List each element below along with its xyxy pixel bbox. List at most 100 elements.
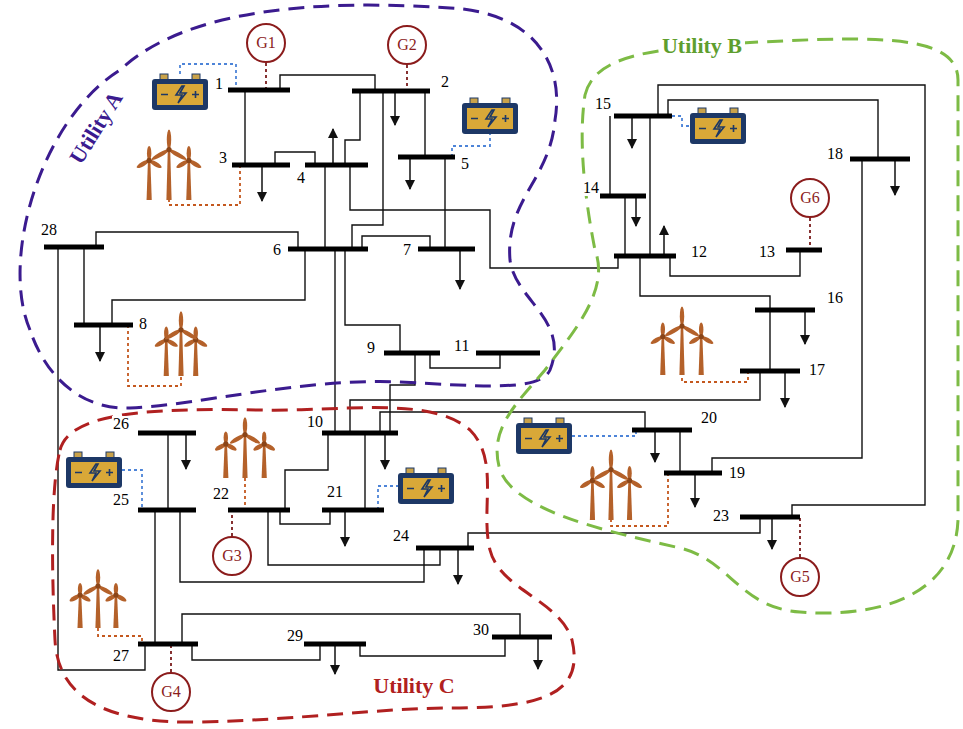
bus-label-anchor: 25 xyxy=(112,492,130,508)
generator-links xyxy=(171,63,810,672)
transmission-line xyxy=(285,433,328,510)
load-arrow xyxy=(894,159,896,195)
bus-bar xyxy=(288,247,368,252)
bus-label-anchor: 23 xyxy=(712,508,730,524)
generator-circle: G4 xyxy=(151,672,191,712)
turbine-link xyxy=(682,371,748,382)
bus-bar xyxy=(632,428,692,433)
bus-label-anchor: 11 xyxy=(453,338,470,354)
transmission-line xyxy=(769,310,770,371)
utility-region: Utility AG1G2 xyxy=(8,0,570,414)
generator-label: G3 xyxy=(222,548,242,564)
bus-label-anchor: 4 xyxy=(296,170,306,186)
bus-number: 22 xyxy=(212,486,230,502)
load-arrow xyxy=(332,129,334,165)
battery-link xyxy=(378,486,398,510)
utility-region: Utility CG3G4 xyxy=(46,390,584,728)
generator-label: G4 xyxy=(161,684,181,700)
bus-label-anchor: 7 xyxy=(402,242,412,258)
transmission-line xyxy=(154,510,155,644)
bus-number: 1 xyxy=(214,76,224,92)
transmission-line xyxy=(649,116,650,256)
bus-bar xyxy=(228,88,290,93)
generator-link xyxy=(231,510,233,536)
battery-icon xyxy=(690,108,746,144)
bus-number: 12 xyxy=(690,244,708,260)
bus-number: 25 xyxy=(112,492,130,508)
transmission-lines xyxy=(58,75,925,670)
transmission-line xyxy=(712,159,862,473)
bus-label-anchor: 26 xyxy=(112,416,130,432)
transmission-line xyxy=(658,85,925,517)
bus-bar xyxy=(138,642,198,647)
bus-number: 17 xyxy=(808,362,826,378)
region-title: Utility B xyxy=(659,33,745,58)
bus-number: 3 xyxy=(218,150,228,166)
bus-bar xyxy=(850,157,910,162)
load-arrow xyxy=(537,637,539,669)
bus-label-anchor: 1 xyxy=(214,76,224,92)
bus-bar xyxy=(492,635,552,640)
region-border xyxy=(20,5,557,408)
bus-label-anchor: 27 xyxy=(112,648,130,664)
loads xyxy=(100,91,895,674)
bus-label-anchor: 24 xyxy=(392,528,410,544)
generator-circle: G6 xyxy=(790,178,830,218)
transmission-line xyxy=(640,256,770,310)
bus-bar xyxy=(398,155,455,160)
bus-bar xyxy=(322,431,398,436)
bus-label-anchor: 8 xyxy=(138,316,148,332)
bus-number: 15 xyxy=(594,96,612,112)
load-arrow xyxy=(384,433,386,469)
region-outline xyxy=(8,0,570,414)
generator-label: G5 xyxy=(790,569,810,585)
bus-number: 4 xyxy=(296,170,306,186)
bus-bar xyxy=(740,515,800,520)
wind-turbine-icon xyxy=(69,569,128,628)
generator-link xyxy=(170,644,172,672)
wind-turbine-icon xyxy=(214,417,276,478)
bus-label-anchor: 28 xyxy=(40,222,58,238)
wind-turbine-icon xyxy=(154,311,209,376)
transmission-line xyxy=(444,157,445,249)
wind-turbine-icon xyxy=(650,306,715,375)
battery-icon xyxy=(516,418,572,454)
transmission-line xyxy=(334,249,335,433)
bus-label-anchor: 5 xyxy=(460,156,470,172)
transmission-line xyxy=(624,196,625,256)
bus-bar xyxy=(786,248,822,253)
bus-number: 21 xyxy=(326,484,344,500)
turbine-link xyxy=(98,628,142,644)
bus-label-anchor: 15 xyxy=(594,96,612,112)
bus-bar xyxy=(138,431,196,436)
bus-bar xyxy=(228,508,290,513)
battery-link xyxy=(672,116,690,126)
bus-number: 2 xyxy=(440,74,450,90)
bus-bar xyxy=(138,508,196,513)
load-arrow xyxy=(771,517,773,549)
transmission-line xyxy=(360,637,505,656)
bus-bar xyxy=(384,351,440,356)
generator-link xyxy=(265,63,267,90)
bus-number: 16 xyxy=(826,290,844,306)
bus-bar xyxy=(755,308,815,313)
bus-label-anchor: 29 xyxy=(286,628,304,644)
bus-number: 18 xyxy=(826,146,844,162)
bus-number: 19 xyxy=(728,465,746,481)
generator-label: G6 xyxy=(800,190,820,206)
transmission-line xyxy=(268,510,440,565)
transmission-line xyxy=(345,249,400,353)
load-arrow xyxy=(459,249,461,289)
transmission-line xyxy=(324,165,325,249)
bus-bar xyxy=(614,114,672,119)
generator-circle: G2 xyxy=(387,25,427,65)
bus-bar xyxy=(352,89,430,94)
region-outline xyxy=(46,390,584,728)
batteries xyxy=(66,74,746,504)
bus-number: 28 xyxy=(40,222,58,238)
transmission-line xyxy=(468,517,760,548)
bus-label-anchor: 19 xyxy=(728,465,746,481)
generator-link xyxy=(799,517,801,557)
bus-bar xyxy=(232,163,290,168)
